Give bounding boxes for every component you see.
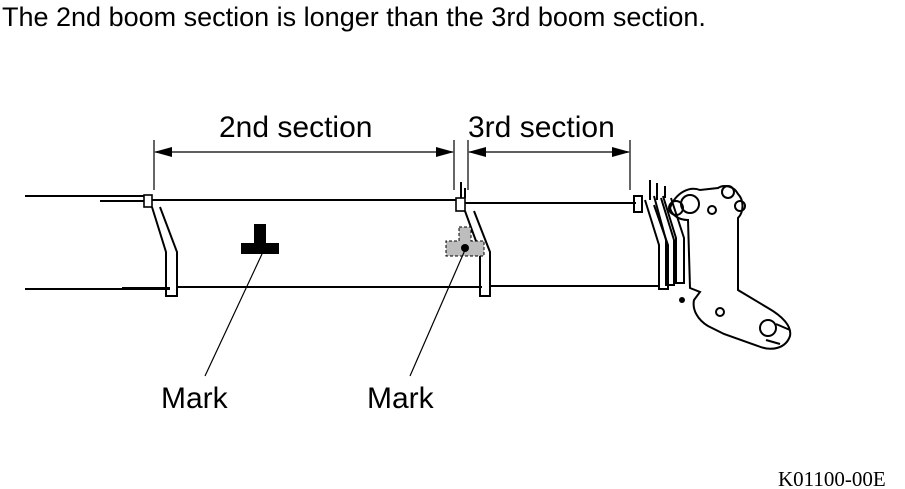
- third-section-label: 3rd section: [468, 111, 615, 144]
- mark-left-leader-line: [204, 253, 263, 377]
- mark-left-label: Mark: [161, 382, 229, 415]
- second-section-label: 2nd section: [219, 111, 372, 144]
- hatched-mark-symbol: [445, 226, 485, 257]
- figure-code: K01100-00E: [778, 467, 886, 489]
- solid-mark-symbol: [241, 224, 279, 254]
- dimension-extension-lines: [153, 140, 631, 190]
- mark-right-leader-line: [409, 249, 466, 377]
- mark-right-label: Mark: [367, 382, 435, 415]
- boom-body: [25, 180, 685, 297]
- boom-head: [668, 185, 792, 350]
- diagram-caption: The 2nd boom section is longer than the …: [2, 2, 706, 32]
